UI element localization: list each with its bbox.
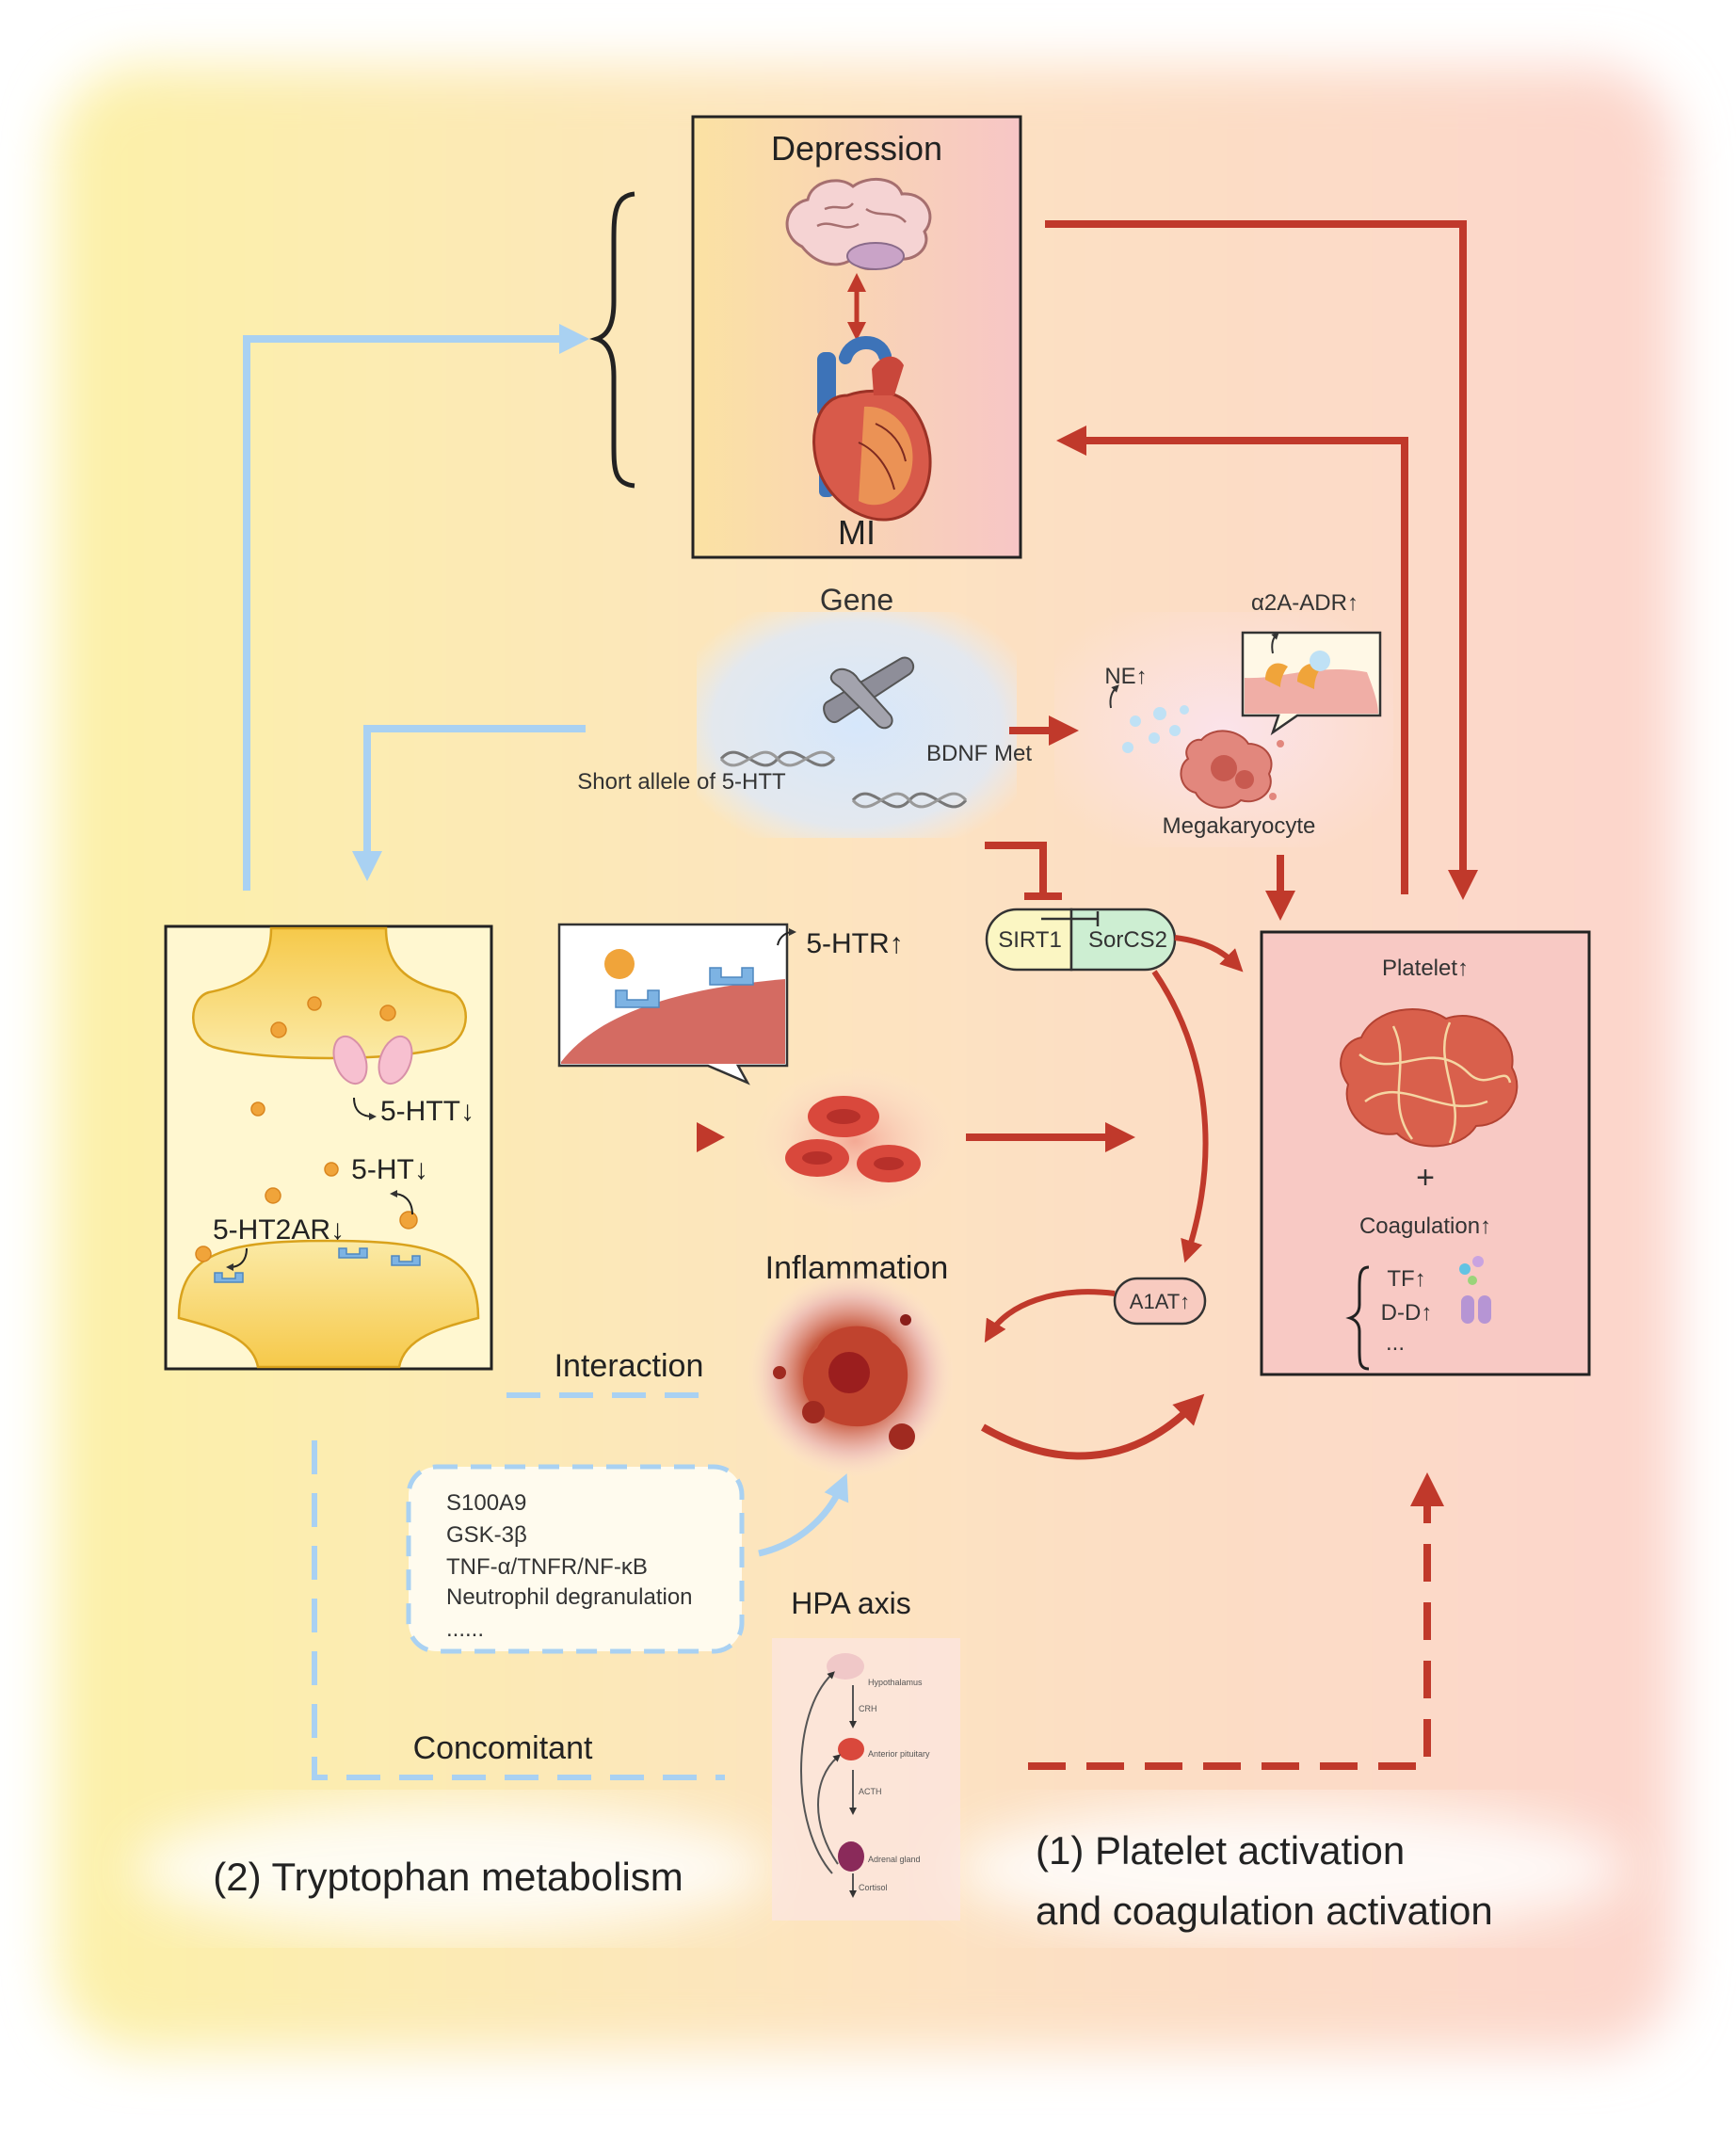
brain-icon <box>785 177 932 270</box>
sirt-inhibit-line <box>1041 911 1100 926</box>
5ht-label: 5-HT↓ <box>351 1154 428 1185</box>
coagulation-brace <box>1345 1265 1370 1371</box>
tryptophan-title: (2) Tryptophan metabolism <box>213 1855 683 1899</box>
red-arrow-sorcs2-to-platelet <box>1174 935 1244 973</box>
platelet-title: Platelet↑ <box>1382 956 1469 981</box>
mi-label: MI <box>838 513 876 552</box>
ne-label: NE↑ <box>1104 664 1147 689</box>
5ht2ar-label: 5-HT2AR↓ <box>213 1214 345 1246</box>
tf-label: TF↑ <box>1387 1266 1425 1292</box>
hpa-step-5: Cortisol <box>859 1883 888 1892</box>
transporter-icon <box>332 1035 413 1085</box>
hypothalamus-icon <box>827 1653 864 1680</box>
marker-2: TNF-α/TNFR/NF-κB <box>446 1554 648 1580</box>
hpa-axis-panel: HPA axis Hypothalamus CRH Anterior pitui… <box>772 1586 960 1921</box>
dd-label: D-D↑ <box>1381 1300 1433 1326</box>
dna-helix-icon-2 <box>851 792 968 809</box>
short-allele-label: Short allele of 5-HTT <box>577 769 786 795</box>
platelet-panel: Platelet↑ + Coagulation↑ TF↑ D-D↑ ... <box>1260 930 1591 1376</box>
pituitary-icon <box>838 1738 864 1760</box>
blue-arrow-synapse-to-depression <box>243 324 589 891</box>
red-arrow-a1at-to-inflammation <box>984 1289 1116 1343</box>
megakaryocyte-panel: NE↑ Megakaryocyte α2A-ADR↑ <box>1054 590 1393 847</box>
depression-mi-panel: Depression MI <box>691 115 1022 559</box>
hpa-step-3: ACTH <box>859 1787 882 1796</box>
hpa-feedback-arrow-2 <box>817 1754 842 1865</box>
red-arrow-platelet-to-depression <box>1056 426 1408 894</box>
sorcs2-label: SorCS2 <box>1088 927 1167 953</box>
marker-0: S100A9 <box>446 1490 526 1516</box>
hpa-step-4: Adrenal gland <box>868 1855 921 1864</box>
serotonin-dots <box>195 996 418 1262</box>
blue-arrow-markers-to-inflammation <box>758 1473 849 1557</box>
dna-helix-icon <box>719 750 836 767</box>
coagulation-factors-icon <box>1459 1256 1491 1324</box>
receptor-icons <box>214 1247 421 1283</box>
marker-4: ...... <box>446 1616 484 1642</box>
curly-brace <box>589 191 635 489</box>
hpa-step-0: Hypothalamus <box>868 1678 923 1687</box>
red-dashed-arrow-hpa-to-platelet <box>1028 1506 1431 1770</box>
red-blood-cells <box>751 1066 958 1216</box>
platelet-plus: + <box>1416 1160 1435 1196</box>
hpa-step-2: Anterior pituitary <box>868 1749 930 1759</box>
coagulation-label: Coagulation↑ <box>1359 1214 1491 1239</box>
blue-arrow-gene-to-synapse <box>352 725 586 881</box>
5htt-label: 5-HTT↓ <box>380 1096 474 1127</box>
adrenal-icon <box>838 1841 864 1872</box>
depression-label: Depression <box>771 129 942 168</box>
markers-panel: S100A9 GSK-3β TNF-α/TNFR/NF-κB Neutrophi… <box>406 1464 745 1654</box>
sirt1-sorcs2-pill: SIRT1 SorCS2 <box>985 908 1177 972</box>
heart-icon <box>812 336 932 522</box>
alpha2a-callout: α2A-ADR↑ <box>1241 590 1382 736</box>
concomitant-dashed-line <box>312 1440 725 1780</box>
interaction-label: Interaction <box>555 1348 704 1384</box>
a1at-label: A1AT↑ <box>1130 1290 1190 1313</box>
hpa-title: HPA axis <box>791 1586 910 1620</box>
concomitant-label: Concomitant <box>413 1730 593 1766</box>
inflammation-panel: Inflammation <box>747 1250 955 1478</box>
platelet-clot-icon <box>1340 1007 1519 1148</box>
hpa-feedback-arrow-1 <box>800 1671 835 1874</box>
alpha2a-label: α2A-ADR↑ <box>1251 590 1358 616</box>
hpa-step-1: CRH <box>859 1704 877 1713</box>
marker-1: GSK-3β <box>446 1522 527 1548</box>
red-arrow-depression-to-platelet <box>1045 220 1478 900</box>
5htr-label: 5-HTR↑ <box>806 928 903 959</box>
postsynaptic-terminal <box>177 1239 480 1369</box>
gene-title: Gene <box>820 583 893 617</box>
red-arrow-inflammation-to-platelet <box>980 1393 1205 1460</box>
a1at-pill: A1AT↑ <box>1113 1277 1207 1326</box>
megakaryocyte-cell <box>1180 730 1284 809</box>
ne-particles <box>1122 705 1189 753</box>
gene-inhibit-sirt-arrow <box>985 842 1062 900</box>
sirt1-label: SIRT1 <box>998 927 1062 953</box>
red-arrow-sorcs2-to-a1at <box>1151 970 1209 1263</box>
platelet-activation-title-1: (1) Platelet activation <box>1036 1828 1405 1873</box>
5htr-callout: 5-HTR↑ <box>557 923 904 1085</box>
synapse-panel: 5-HTT↓ 5-HT↓ 5-HT2AR↓ <box>164 924 493 1371</box>
gene-panel: Gene Short allele of 5-HTT BDNF Met <box>577 583 1032 838</box>
megakaryocyte-label: Megakaryocyte <box>1163 813 1316 839</box>
bdnf-label: BDNF Met <box>926 741 1032 766</box>
more-label: ... <box>1386 1330 1405 1356</box>
platelet-activation-title-2: and coagulation activation <box>1036 1889 1493 1933</box>
marker-3: Neutrophil degranulation <box>446 1584 693 1610</box>
chromosome-icon <box>823 656 915 730</box>
